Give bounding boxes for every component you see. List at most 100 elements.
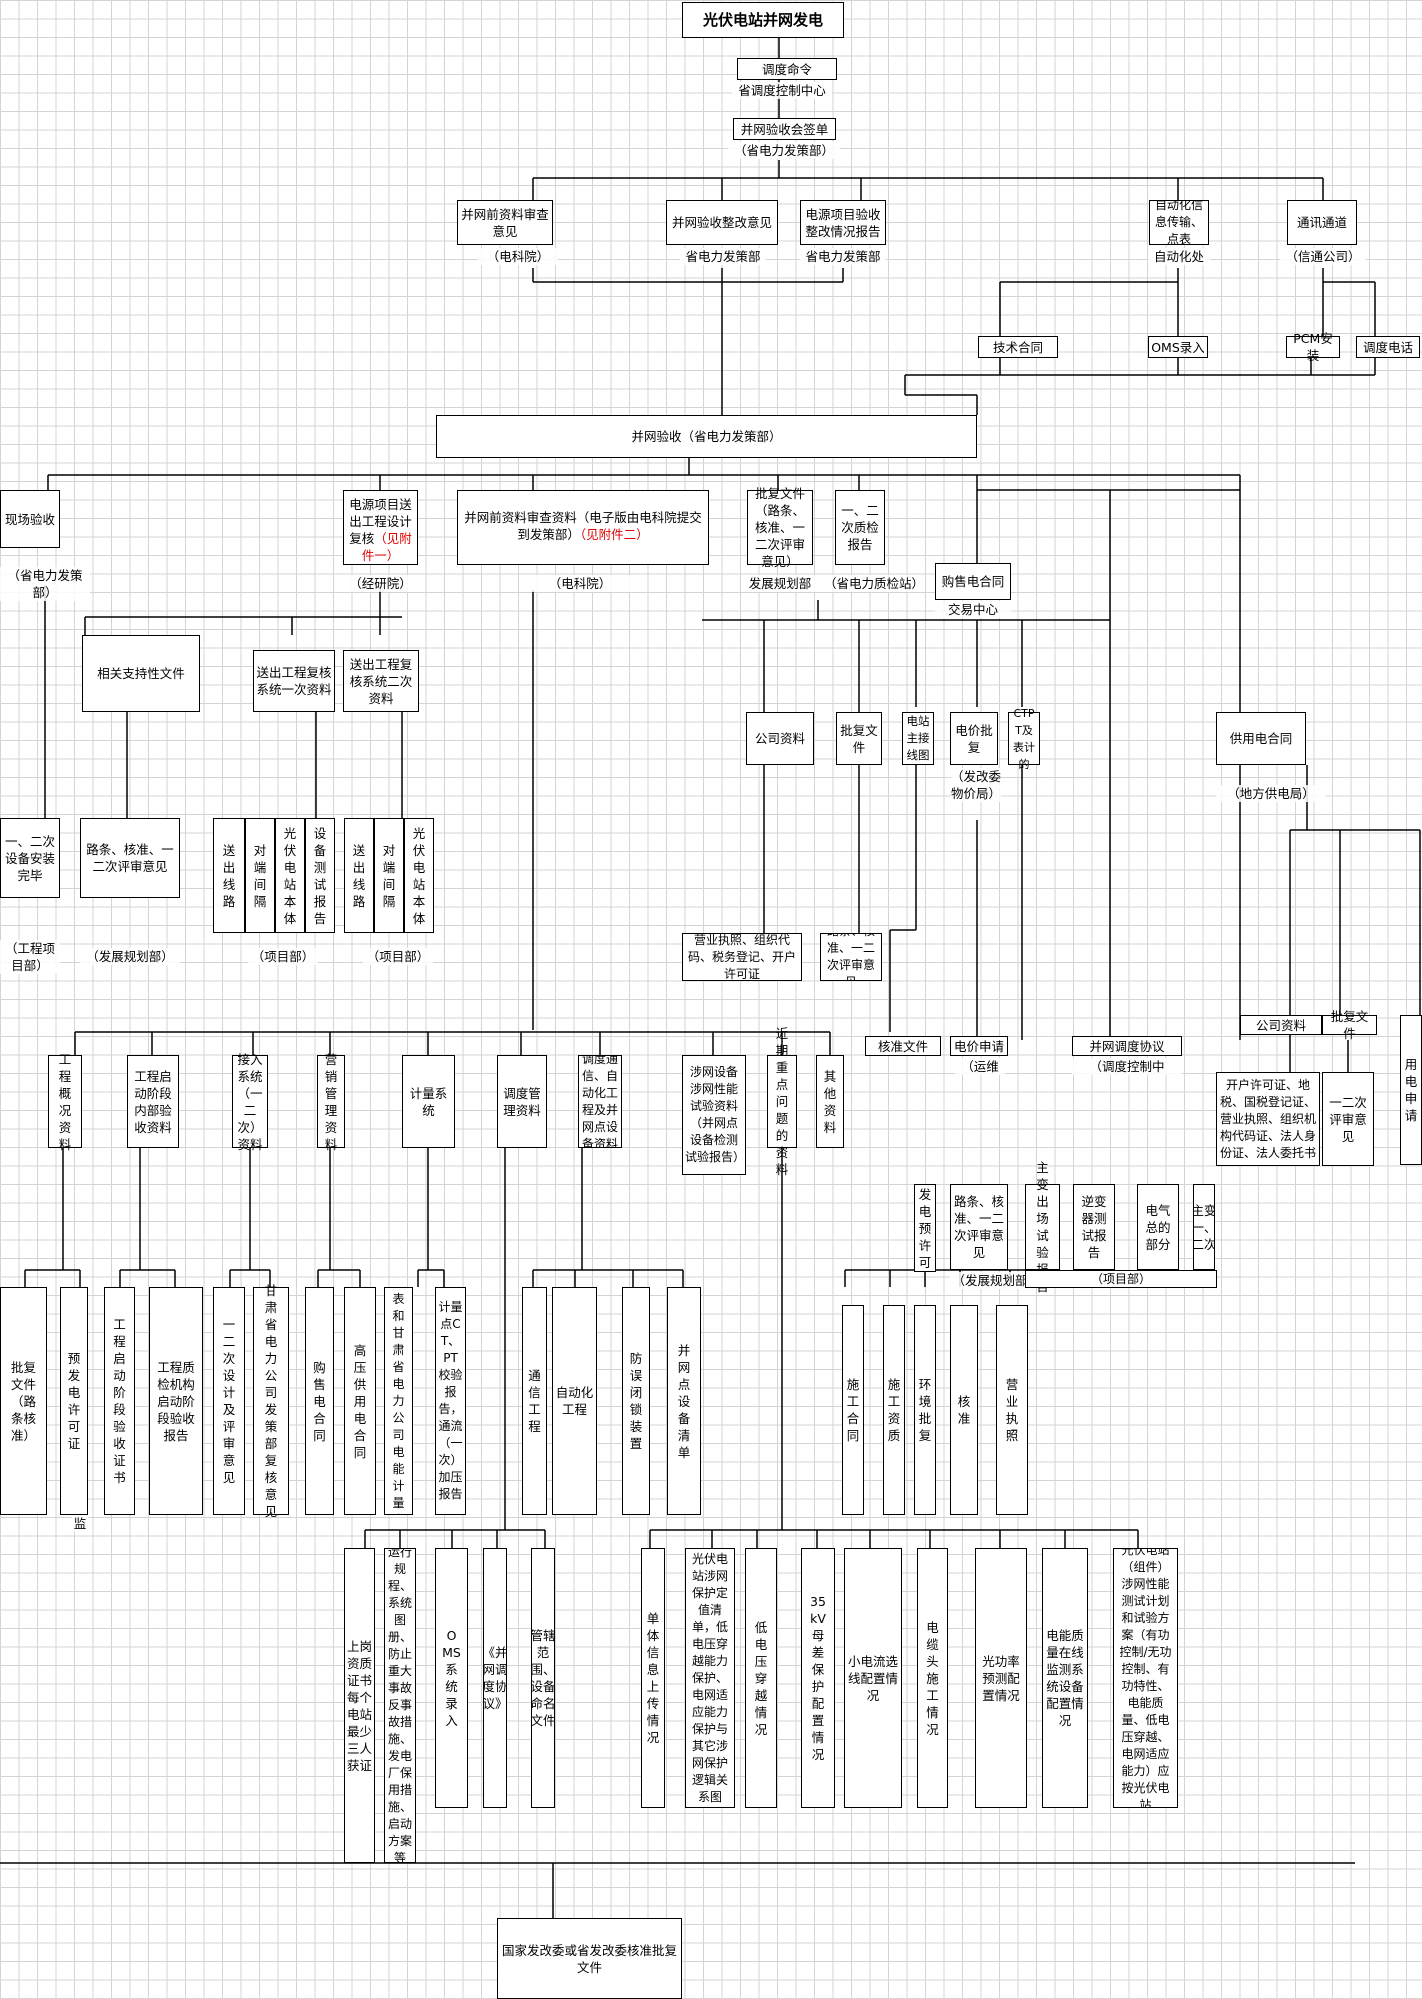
power-apply-node: 用电申请 bbox=[1400, 1015, 1422, 1165]
gansu-review-node: 甘肃省电力公司发策部复核意见 bbox=[253, 1283, 289, 1519]
auto-project-node: 自动化工程 bbox=[552, 1287, 597, 1515]
power-forecast-node: 光功率预测配置情况 bbox=[975, 1548, 1027, 1808]
oms-entry-node: OMS录入 bbox=[1148, 336, 1208, 358]
approve-node: 核准 bbox=[950, 1305, 978, 1515]
electrical-node: 电气总的部分 bbox=[1137, 1184, 1179, 1270]
metering-config-node: 计量系统配置表和甘肃省电力公司电能计量中心检定证书 bbox=[384, 1287, 413, 1515]
quality-report-node: 一、二次质检报告 bbox=[835, 490, 885, 565]
dispatch-phone-node: 调度电话 bbox=[1356, 336, 1420, 358]
comm-channel-node: 通讯通道 bbox=[1287, 200, 1357, 245]
project-dept-label: （工程项目部） bbox=[0, 940, 60, 974]
local-power-label: （地方供电局） bbox=[1216, 785, 1326, 802]
provincial-strategy-label-3: 省电力发策部 bbox=[800, 248, 886, 265]
comm-company-label: （信通公司） bbox=[1280, 248, 1366, 265]
pq-monitor-node: 电能质量在线监测系统设备配置情况 bbox=[1042, 1548, 1088, 1808]
company-data-node-2: 公司资料 bbox=[1240, 1015, 1322, 1035]
power-contract-node: 供用电合同 bbox=[1216, 712, 1306, 765]
review-node-2: 一二次评审意见 bbox=[1322, 1072, 1374, 1166]
env-approval-node: 环境批复 bbox=[914, 1305, 936, 1515]
tech-contract-node: 技术合同 bbox=[978, 336, 1058, 358]
test-report-node: 设备测试报告 bbox=[305, 818, 335, 933]
main-transformer-node: 主变出场试验报告 bbox=[1025, 1160, 1060, 1294]
provincial-dispatch-label: 省调度控制中心 bbox=[732, 82, 832, 99]
inverter-node: 逆变器测试报告 bbox=[1073, 1184, 1115, 1270]
ops-rules-node: 运行规程、系统图册、防止重大事故反事故措施、发电厂保用措施、启动方案等 bbox=[384, 1548, 416, 1863]
construct-qual-node: 施工资质 bbox=[883, 1305, 905, 1515]
bus-protect-node: 35kV母差保护配置情况 bbox=[801, 1548, 835, 1808]
dev-plan-label: 发展规划部 bbox=[745, 575, 815, 592]
overview-node: 工程概况资料 bbox=[48, 1052, 82, 1152]
bay-node-2: 对端间隔 bbox=[374, 818, 404, 933]
startup-node: 工程启动阶段内部验收资料 bbox=[127, 1055, 179, 1148]
automation-dept-label: 自动化处 bbox=[1148, 248, 1210, 265]
equipment-installed-node: 一、二次设备安装完毕 bbox=[0, 818, 60, 898]
project-dept-label-2: （项目部） bbox=[248, 948, 318, 965]
rectification-report-node: 电源项目验收整改情况报告 bbox=[800, 200, 886, 245]
quality-station-label: （省电力质检站） bbox=[824, 575, 925, 592]
pv-test-node: 光伏电站（组件）涉网性能测试计划和试验方案（有功控制/无功控制、有功特性、电能质… bbox=[1113, 1548, 1178, 1808]
pre-data-node: 并网前资料审查资料（电子版由电科院提交到发策部）（见附件二） bbox=[457, 490, 709, 565]
sign-off-node: 并网验收会签单 bbox=[733, 118, 836, 140]
supervise-label: 监 bbox=[72, 1515, 88, 1532]
approval-file-node: 批复文件 bbox=[836, 712, 882, 765]
license-list-node: 开户许可证、地税、国税登记证、营业执照、组织机构代码证、法人身份证、法人委托书 bbox=[1216, 1072, 1320, 1166]
dispatch-command-node: 调度命令 bbox=[737, 58, 837, 80]
recent-issue-node: 近期重点问题的资料 bbox=[767, 1026, 797, 1177]
price-apply-node: 电价申请 bbox=[950, 1036, 1008, 1056]
license-node: 营业执照、组织代码、税务登记、开户许可证 bbox=[682, 933, 802, 981]
oms-system-node: OMS系统录入 bbox=[435, 1548, 468, 1808]
purchase-contract-node-2: 购售电合同 bbox=[305, 1287, 334, 1515]
main-trans2-node: 主变一、二次 bbox=[1193, 1184, 1215, 1270]
secondary-data-node: 送出工程复核系统二次资料 bbox=[343, 650, 419, 712]
anti-misop-node: 防误闭锁装置 bbox=[622, 1287, 650, 1515]
design-institute-label: （经研院） bbox=[343, 575, 418, 592]
approval-docs-node: 批复文件（路条、核准、一二次评审意见） bbox=[747, 486, 813, 569]
send-line-node-2: 送出线路 bbox=[344, 818, 374, 933]
pre-data-annex[interactable]: （见附件二） bbox=[579, 527, 649, 542]
design-review-text: 电源项目送出工程设计复核 bbox=[349, 497, 412, 546]
dispatch-comm-node: 调度通信、自动化工程及并网点设备资料 bbox=[578, 1055, 622, 1148]
dispatch-protocol-node: 《并网调度协议》 bbox=[483, 1548, 508, 1808]
send-line-node: 送出线路 bbox=[213, 818, 245, 933]
dev-plan-label-3: （发展规划部 bbox=[950, 1272, 1030, 1289]
rectification-node: 并网验收整改意见 bbox=[666, 200, 778, 245]
unit-info-node: 单体信息上传情况 bbox=[641, 1548, 665, 1808]
lvrt-node: 低电压穿越情况 bbox=[745, 1548, 777, 1808]
cable-node: 电缆头施工情况 bbox=[917, 1548, 948, 1808]
ctpt-node: CTPT及表计的 bbox=[1008, 707, 1040, 771]
hv-contract-node: 高压供用电合同 bbox=[344, 1287, 376, 1515]
epri-label: （电科院） bbox=[478, 248, 558, 265]
biz-license-node: 营业执照 bbox=[996, 1305, 1028, 1515]
wiring-diagram-node: 电站主接线图 bbox=[902, 712, 934, 765]
grid-test-node: 涉网设备涉网性能试验资料（并网点设备检测试验报告） bbox=[682, 1055, 746, 1175]
support-docs-node: 相关支持性文件 bbox=[82, 635, 200, 712]
pre-gen-permit-node: 预发电许可证 bbox=[60, 1287, 88, 1515]
approval-file-node-2: 核准文件 bbox=[865, 1036, 941, 1056]
provincial-strategy-label-2: 省电力发策部 bbox=[680, 248, 766, 265]
dispatch-agreement-node: 并网调度协议 bbox=[1072, 1036, 1182, 1056]
pv-body-node-2: 光伏电站本体 bbox=[404, 818, 434, 933]
approval-route-node: 批复文件（路条核准） bbox=[0, 1287, 47, 1515]
epri-label-2: （电科院） bbox=[530, 575, 630, 592]
price-bureau-label: （发改委物价局） bbox=[951, 768, 1002, 802]
protection-node: 光伏电站涉网保护定值清单，低电压穿越能力保护、电网适应能力保护与其它涉网保护逻辑… bbox=[685, 1548, 735, 1808]
ops-label: （运维 bbox=[955, 1058, 1005, 1075]
route-review-node: 路条、核准、一二次评审意见 bbox=[80, 818, 180, 898]
approval-file-node-3: 批复文件 bbox=[1322, 1009, 1377, 1041]
final-approval-node: 国家发改委或省发改委核准批复文件 bbox=[497, 1918, 682, 1999]
pcm-install-node: PCM安装 bbox=[1286, 331, 1340, 363]
design-review-node-2: 一二次设计及评审意见 bbox=[213, 1287, 245, 1515]
metering-node: 计量系统 bbox=[402, 1055, 455, 1148]
small-current-node: 小电流选线配置情况 bbox=[844, 1548, 902, 1808]
gen-permit-node: 发电预许可 bbox=[914, 1184, 936, 1272]
comm-project-node: 通信工程 bbox=[522, 1287, 547, 1515]
price-approval-node: 电价批复 bbox=[950, 712, 998, 765]
automation-info-node: 自动化信息传输、点表 bbox=[1149, 200, 1209, 245]
pre-review-node: 并网前资料审查意见 bbox=[457, 200, 553, 245]
trade-center-label: 交易中心 bbox=[935, 601, 1011, 618]
design-review-node: 电源项目送出工程设计复核（见附件一） bbox=[343, 490, 418, 565]
design-review-annex[interactable]: （见附件一） bbox=[361, 531, 412, 563]
meter-ct-node: 计量点CT、PT校验报告，通流（一次）加压报告 bbox=[435, 1287, 466, 1515]
pv-body-node: 光伏电站本体 bbox=[275, 818, 305, 933]
